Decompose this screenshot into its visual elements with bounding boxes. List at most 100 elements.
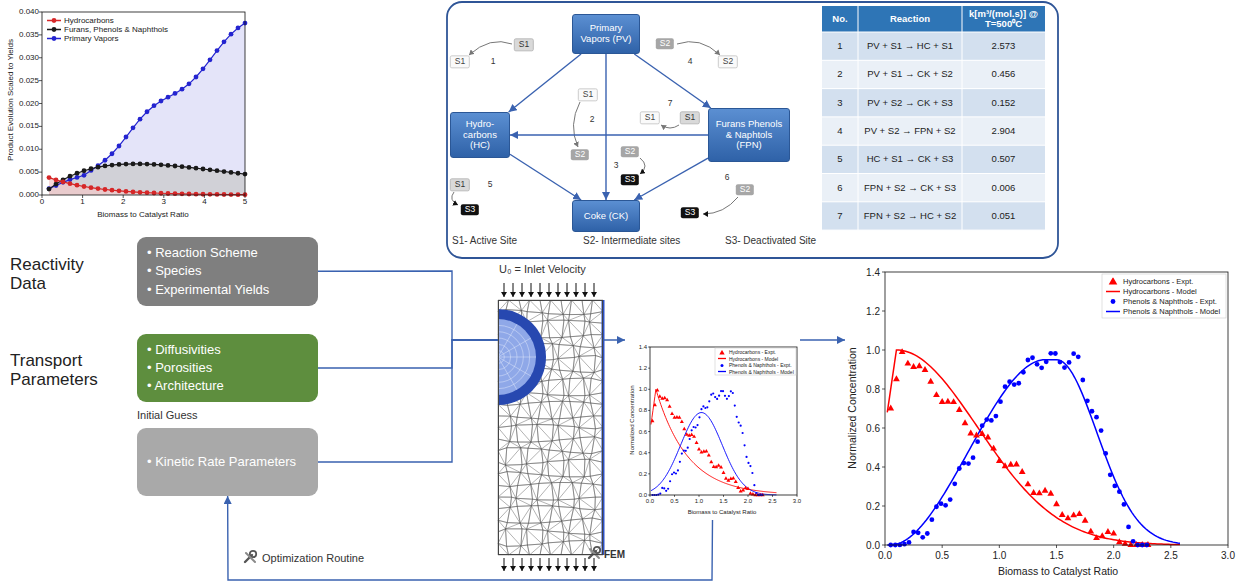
flow-arrow <box>513 283 514 297</box>
legend-text: Primary Vapors <box>64 34 119 43</box>
node-text: Furans Phenols & Naphtols (FPN) <box>712 119 786 152</box>
tick-mark <box>674 495 675 497</box>
series-marker <box>138 117 143 122</box>
series-marker <box>194 166 199 171</box>
tick-label: 2.5 <box>1164 550 1178 561</box>
tick-label: 1.0 <box>695 498 703 505</box>
particle-shell <box>498 309 546 405</box>
expt-marker <box>1048 351 1053 356</box>
expt-marker <box>1062 365 1067 370</box>
tick-label: 3.0 <box>793 498 801 505</box>
table-cell: PV + S1 → CK + S2 <box>858 69 962 79</box>
legend-marker <box>719 350 724 355</box>
series-marker <box>54 177 59 182</box>
species-box: Hydro-carbons (HC) <box>450 112 510 158</box>
plot-frame <box>885 272 1228 545</box>
tick-label: 0.4 <box>639 449 647 456</box>
series-marker <box>96 186 101 191</box>
legend-text: Phenols & Naphthols - Model <box>1123 307 1220 316</box>
expt-marker <box>934 504 939 509</box>
series-marker <box>222 39 227 44</box>
expt-marker <box>1076 354 1081 359</box>
series-marker <box>229 32 234 37</box>
yield-chart <box>39 12 247 198</box>
series-marker <box>47 175 52 180</box>
connector <box>605 54 606 200</box>
connector <box>634 54 710 108</box>
expt-marker <box>677 469 679 471</box>
tick-label: 1.4 <box>866 267 880 278</box>
expt-marker <box>1070 511 1077 517</box>
flow-arrow <box>567 283 568 297</box>
series-marker <box>215 192 220 197</box>
series-marker <box>215 48 220 53</box>
expt-marker <box>658 394 662 397</box>
series-area <box>49 178 245 195</box>
series-marker <box>194 192 199 197</box>
expt-marker <box>740 425 742 427</box>
expt-marker <box>920 535 925 540</box>
expt-marker <box>1105 528 1112 534</box>
expt-marker <box>710 394 712 396</box>
expt-marker <box>717 463 721 466</box>
series-marker <box>131 162 136 167</box>
table-cell: FPN + S2 → CK + S3 <box>858 182 962 192</box>
table-cell: 0.152 <box>962 98 1045 108</box>
tick-label: 2.0 <box>744 498 752 505</box>
expt-marker <box>929 517 934 522</box>
series-marker <box>173 164 178 169</box>
tick-mark <box>648 368 650 369</box>
tick-mark <box>39 195 42 196</box>
expt-marker <box>980 423 985 428</box>
site-tag: S1 <box>450 178 470 191</box>
concentration-chart <box>882 272 1228 548</box>
flow-arrow <box>585 558 586 571</box>
expt-marker <box>1044 359 1049 364</box>
expt-marker <box>707 453 711 456</box>
series-marker <box>117 188 122 193</box>
legend-text: Hydrocarbons - Expt. <box>1123 277 1193 286</box>
flow-arrow <box>585 283 586 297</box>
node-text: • Diffusivities <box>147 341 308 359</box>
series-marker <box>215 168 220 173</box>
tick-label: 0.5 <box>670 498 678 505</box>
tick-mark <box>648 389 650 390</box>
species-box: Primary Vapors (PV) <box>572 14 640 54</box>
table-rule <box>822 88 1045 89</box>
expt-marker <box>943 503 948 508</box>
expt-marker <box>1067 360 1072 365</box>
legend-frame <box>715 348 796 375</box>
tool-handle <box>246 553 255 562</box>
expt-marker <box>669 480 671 482</box>
expt-marker <box>708 400 710 402</box>
model-line <box>651 389 776 492</box>
legend-text: Hydrocarbons - Expt. <box>729 349 776 355</box>
expt-marker <box>718 395 720 397</box>
legend-frame <box>1102 274 1226 318</box>
expt-marker <box>916 530 921 535</box>
expt-marker <box>1126 525 1131 530</box>
expt-marker <box>731 476 735 479</box>
expt-marker <box>683 449 685 451</box>
series-marker <box>180 191 185 196</box>
expt-marker <box>751 472 753 474</box>
site-arrow <box>661 125 679 128</box>
expt-marker <box>724 395 726 397</box>
expt-marker <box>1016 381 1021 386</box>
table-rule <box>822 32 1045 33</box>
expt-marker <box>732 392 734 394</box>
expt-marker <box>1002 462 1009 468</box>
tick-label: 0.0 <box>639 492 647 499</box>
legend-entry: Phenols & Naphthols - Model <box>718 369 794 375</box>
tool-label: FEM <box>604 549 625 560</box>
node-text: • Kinetic Rate Parameters <box>147 453 308 471</box>
expt-marker <box>1093 534 1100 540</box>
site-tag: S1 <box>450 55 470 68</box>
tick-label: 0 <box>40 198 44 207</box>
expt-marker <box>1087 528 1094 534</box>
table-rule <box>822 60 1045 61</box>
table-cell: 2 <box>822 69 858 79</box>
expt-marker <box>665 490 667 492</box>
flow-arrow <box>522 558 523 571</box>
tick-mark <box>39 172 42 173</box>
